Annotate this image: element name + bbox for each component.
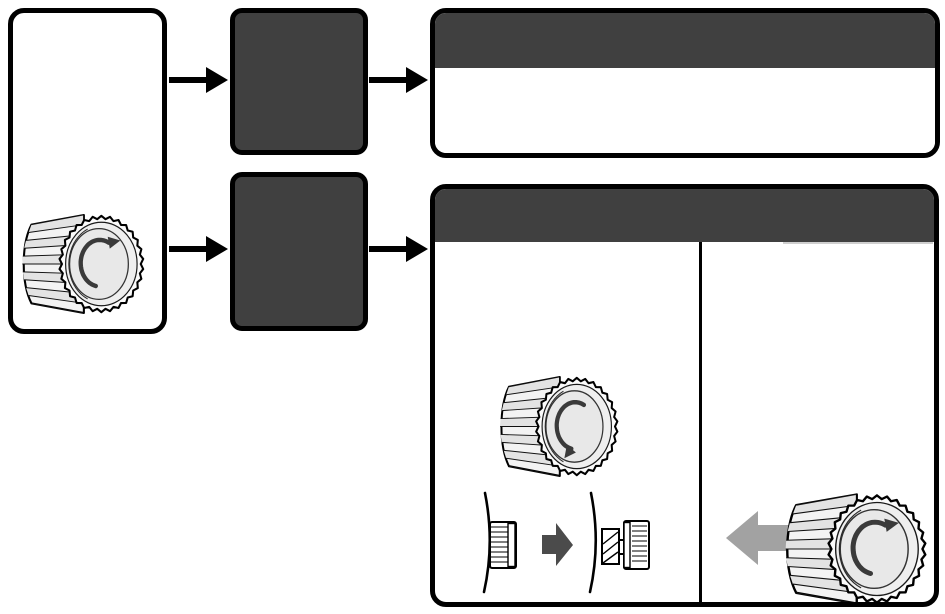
sequence-right-arrow-icon <box>542 523 573 566</box>
crown-pull-out-sequence <box>482 491 650 594</box>
pull-out-arrow-icon <box>726 511 812 565</box>
unscrew-crown-dial-icon <box>492 373 623 480</box>
result-panel-bottom <box>430 184 939 607</box>
result-panel-top-body <box>435 68 935 153</box>
header-shadow-line <box>783 242 933 244</box>
crown-unscrewed-out-icon <box>601 520 650 570</box>
crown-screwed-in-icon <box>489 521 517 569</box>
column-divider <box>699 242 702 602</box>
case-edge-arc-icon <box>588 491 598 594</box>
case-edge-arc-icon <box>482 491 492 594</box>
flow-arrow-step-to-result-bottom-icon <box>369 236 428 262</box>
flow-arrow-source-to-step-top-icon <box>169 67 228 93</box>
result-panel-bottom-header <box>435 189 934 242</box>
result-panel-top <box>430 8 940 158</box>
step-box-top <box>230 8 368 155</box>
result-panel-top-header <box>435 13 935 68</box>
flow-arrow-step-to-result-top-icon <box>369 67 428 93</box>
rotate-crown-dial-icon <box>776 490 932 602</box>
source-panel <box>8 8 167 334</box>
step-box-bottom <box>230 172 368 331</box>
source-crown-dial-icon <box>14 211 149 317</box>
flow-arrow-source-to-step-bottom-icon <box>169 236 228 262</box>
